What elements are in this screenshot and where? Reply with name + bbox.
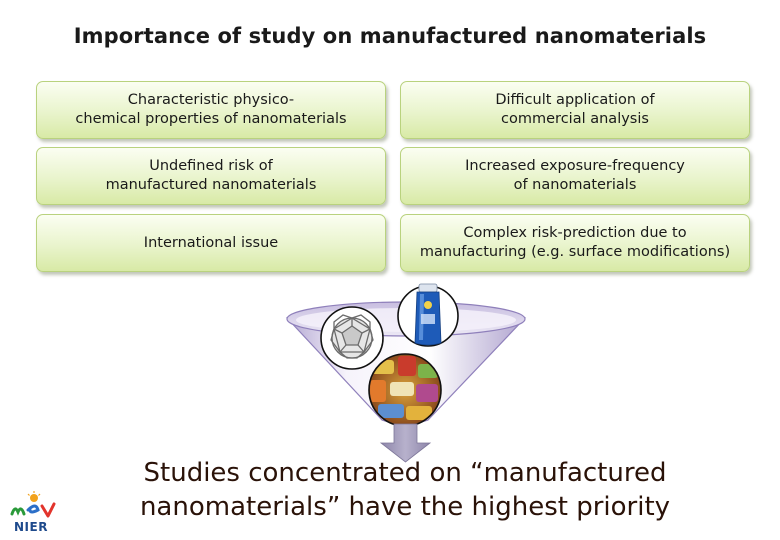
food-products-icon	[369, 354, 441, 426]
sunscreen-bottle-icon	[398, 284, 458, 346]
fullerene-icon	[321, 307, 383, 369]
nier-logo-text: NIER	[14, 520, 48, 534]
conclusion-text: Studies concentrated on “manufactured na…	[90, 456, 720, 524]
